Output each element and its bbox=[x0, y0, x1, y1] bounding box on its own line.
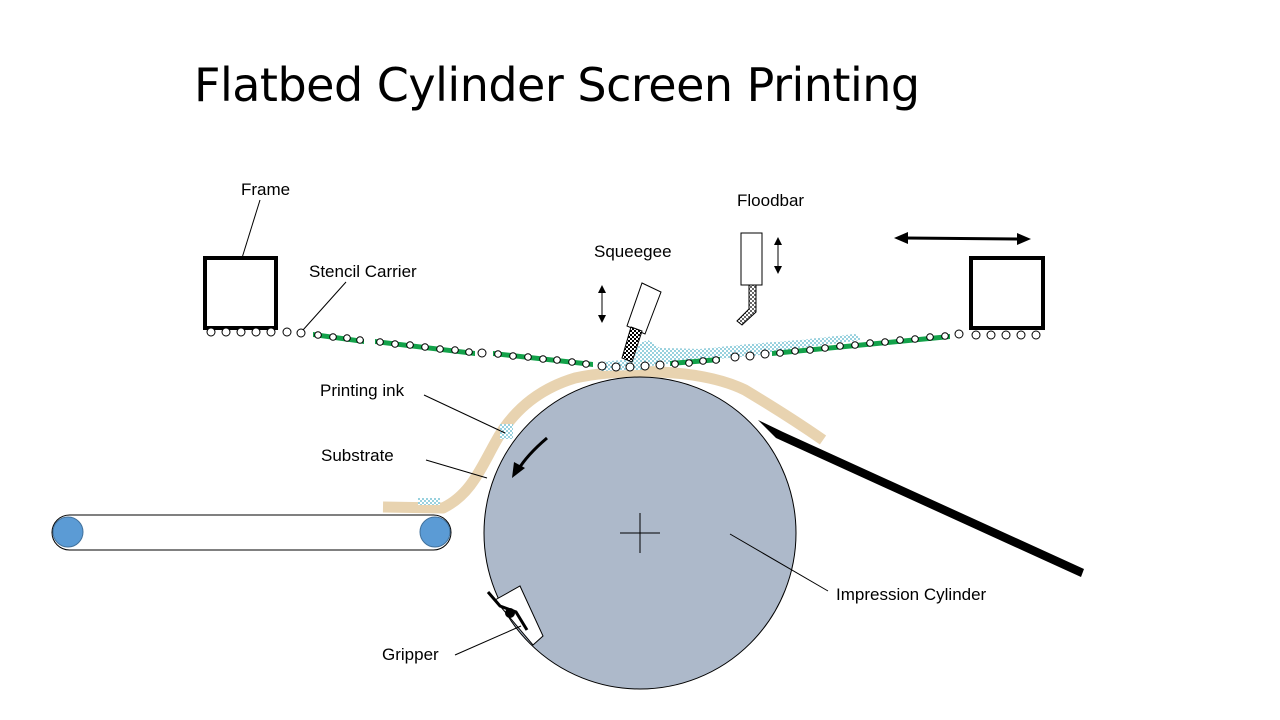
impression-cylinder bbox=[483, 376, 797, 690]
squeegee-updown-arrow bbox=[598, 285, 606, 323]
ink-on-screen bbox=[597, 334, 862, 371]
ink-deposit-belt bbox=[418, 498, 440, 505]
conveyor-roller-right bbox=[419, 516, 451, 548]
label-substrate: Substrate bbox=[321, 446, 394, 465]
label-printing-ink: Printing ink bbox=[320, 381, 405, 400]
label-frame: Frame bbox=[241, 180, 290, 199]
conveyor-roller-left bbox=[52, 516, 84, 548]
leader-frame bbox=[241, 199, 261, 259]
label-gripper: Gripper bbox=[382, 645, 439, 664]
conveyor-belt bbox=[51, 514, 452, 551]
leader-stencil-carrier bbox=[302, 281, 347, 331]
leader-gripper bbox=[454, 625, 522, 656]
leader-lines bbox=[241, 199, 829, 656]
leader-impression-cylinder bbox=[729, 533, 829, 592]
leader-printing-ink bbox=[423, 394, 506, 434]
slide-title: Flatbed Cylinder Screen Printing bbox=[194, 58, 920, 112]
substrate-sheet bbox=[382, 366, 827, 514]
delivery-ramp bbox=[758, 420, 1084, 577]
squeegee bbox=[621, 282, 662, 363]
frame-left bbox=[203, 256, 278, 330]
screen-travel-arrow bbox=[894, 232, 1031, 245]
floodbar-updown-arrow bbox=[774, 237, 782, 274]
label-stencil-carrier: Stencil Carrier bbox=[309, 262, 417, 281]
leader-substrate bbox=[425, 459, 488, 479]
floodbar bbox=[736, 232, 763, 326]
rotation-arrow bbox=[512, 436, 548, 478]
label-squeegee: Squeegee bbox=[594, 242, 672, 261]
label-impression-cylinder: Impression Cylinder bbox=[836, 585, 987, 604]
stencil-carrier-holes bbox=[206, 327, 1041, 372]
ink-deposit-curve bbox=[500, 424, 513, 439]
frame-right bbox=[969, 256, 1045, 330]
gripper bbox=[486, 585, 544, 646]
label-floodbar: Floodbar bbox=[737, 191, 804, 210]
